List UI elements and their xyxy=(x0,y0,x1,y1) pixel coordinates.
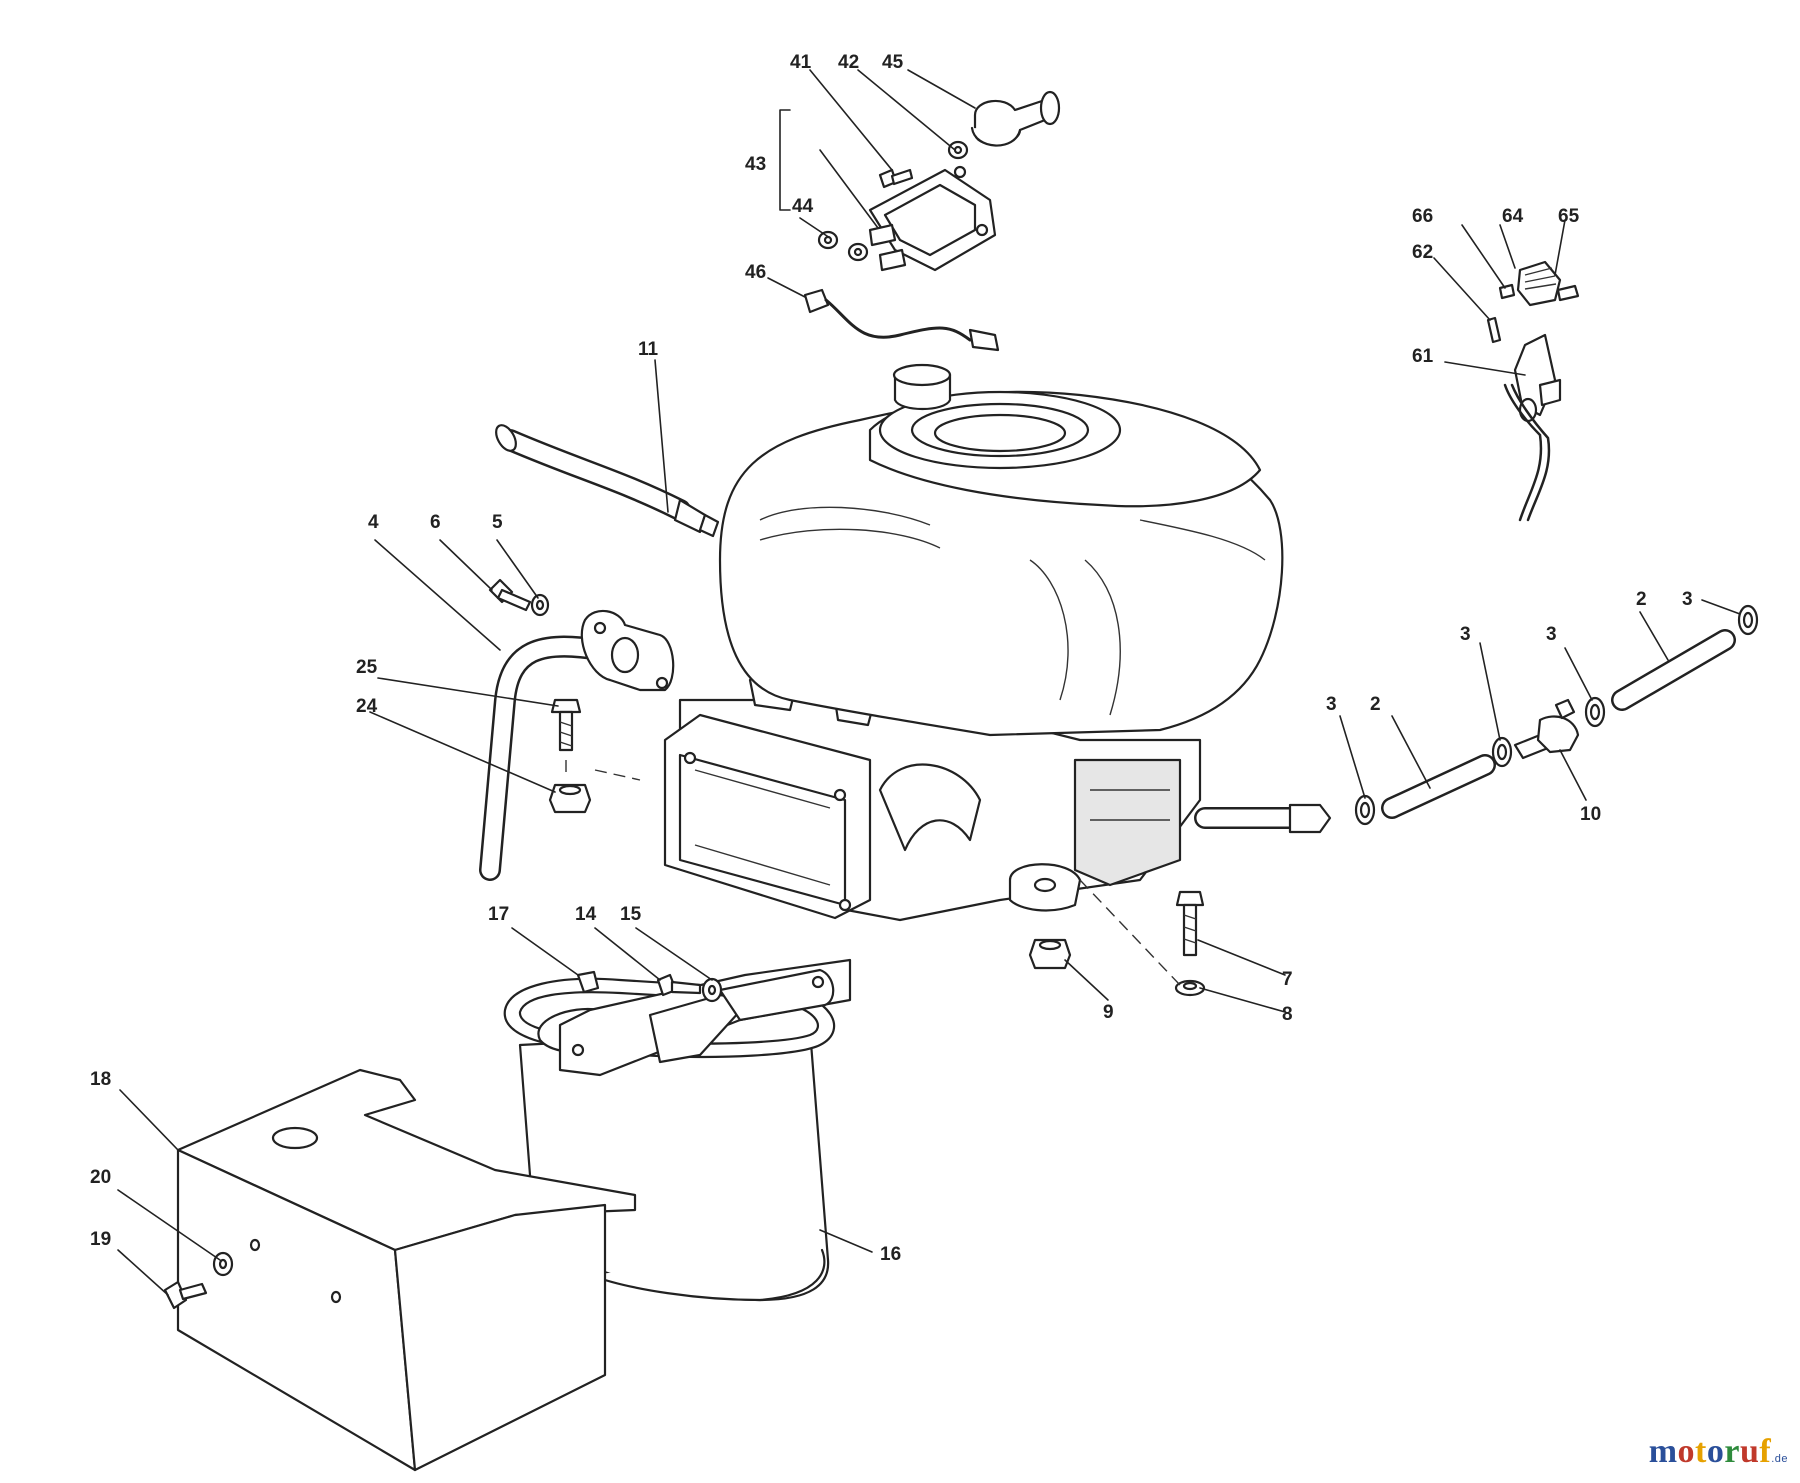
callout-25: 25 xyxy=(356,657,378,678)
watermark-letter: o xyxy=(1677,1433,1696,1470)
watermark-text: motoruf xyxy=(1649,1433,1772,1470)
callout-3a: 3 xyxy=(1326,694,1337,715)
watermark-letter: r xyxy=(1724,1433,1740,1470)
callout-62: 62 xyxy=(1412,242,1433,263)
callout-3c: 3 xyxy=(1546,624,1557,645)
callout-19: 19 xyxy=(90,1229,111,1250)
callout-15: 15 xyxy=(620,904,642,925)
nut-42 xyxy=(947,140,969,160)
callout-4: 4 xyxy=(368,512,379,533)
watermark-logo: motoruf.de xyxy=(1649,1433,1788,1471)
callout-20: 20 xyxy=(90,1167,111,1188)
callout-6: 6 xyxy=(430,512,441,533)
bolt-25 xyxy=(550,698,582,752)
hose-11 xyxy=(495,424,720,538)
fuel-hose-2-right xyxy=(1611,629,1736,711)
callout-61: 61 xyxy=(1412,346,1434,367)
cover-boot-45 xyxy=(970,90,1061,147)
washer-20 xyxy=(212,1251,234,1277)
washer-5 xyxy=(530,593,550,617)
bolt-19 xyxy=(163,1280,208,1310)
leader-lines xyxy=(117,69,1741,1296)
callout-65: 65 xyxy=(1558,206,1580,227)
washer-8 xyxy=(1174,979,1206,997)
callout-46: 46 xyxy=(745,262,766,283)
bolt-14 xyxy=(656,973,702,997)
callout-45: 45 xyxy=(882,52,904,73)
clip-17 xyxy=(576,970,600,994)
callout-16: 16 xyxy=(880,1244,901,1265)
callout-42: 42 xyxy=(838,52,859,73)
washer-15 xyxy=(701,977,723,1003)
callout-9: 9 xyxy=(1103,1002,1114,1023)
watermark-domain: .de xyxy=(1771,1453,1788,1465)
heat-shield-18 xyxy=(176,1068,637,1472)
watermark-letter: f xyxy=(1759,1433,1772,1470)
callout-7: 7 xyxy=(1282,969,1293,990)
bolt-7 xyxy=(1175,890,1205,957)
callout-41: 41 xyxy=(790,52,812,73)
callout-5: 5 xyxy=(492,512,503,533)
watermark-letter: o xyxy=(1706,1433,1725,1470)
callout-43: 43 xyxy=(745,154,766,175)
fuel-hose-2-left xyxy=(1381,754,1496,819)
callout-14: 14 xyxy=(575,904,597,925)
callout-24: 24 xyxy=(356,696,378,717)
callout-64: 64 xyxy=(1502,206,1524,227)
breather-tube-4 xyxy=(479,609,675,881)
callout-18: 18 xyxy=(90,1069,111,1090)
watermark-letter: u xyxy=(1739,1433,1760,1470)
callout-8: 8 xyxy=(1282,1004,1293,1025)
callout-3d: 3 xyxy=(1682,589,1693,610)
nut-9 xyxy=(1028,938,1072,970)
callout-2a: 2 xyxy=(1370,694,1381,715)
callout-labels: 41 42 45 43 44 46 66 64 65 62 61 11 4 6 … xyxy=(90,52,1693,1265)
bolt-6 xyxy=(488,578,532,612)
callout-10: 10 xyxy=(1580,804,1601,825)
dashed-leaders xyxy=(565,760,1181,986)
throttle-control xyxy=(1486,260,1580,522)
callout-2b: 2 xyxy=(1636,589,1647,610)
callout-11: 11 xyxy=(638,339,659,360)
callout-44: 44 xyxy=(792,196,814,217)
nuts-44 xyxy=(817,230,869,262)
solenoid-assembly xyxy=(868,165,997,272)
screw-41 xyxy=(878,168,914,189)
engine-block xyxy=(663,363,1332,922)
callout-17: 17 xyxy=(488,904,509,925)
wire-harness-46 xyxy=(803,288,1000,352)
nut-24 xyxy=(548,783,592,814)
watermark-letter: m xyxy=(1648,1433,1678,1470)
callout-3b: 3 xyxy=(1460,624,1471,645)
callout-66: 66 xyxy=(1412,206,1433,227)
fuel-tap-10 xyxy=(1513,698,1580,760)
watermark-letter: t xyxy=(1695,1433,1707,1470)
